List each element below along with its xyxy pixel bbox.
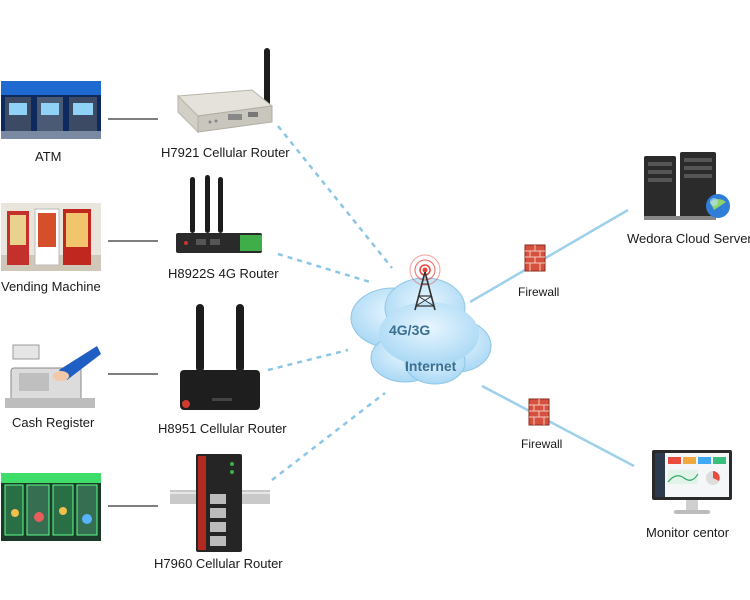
vending-machine-photo <box>1 203 101 271</box>
link-cloud-server <box>469 208 629 304</box>
internet-cloud: 4G/3G Internet <box>345 250 495 390</box>
router-label-h7960: H7960 Cellular Router <box>154 556 283 571</box>
device-label-vending-machine: Vending Machine <box>1 279 101 294</box>
cloud-label-4g3g: 4G/3G <box>389 322 431 338</box>
atm-photo <box>1 81 101 149</box>
router-label-h8922s: H8922S 4G Router <box>168 266 279 281</box>
router-h7921-image <box>168 46 278 136</box>
link-h8922s-cloud <box>277 252 371 284</box>
device-label-cash-register: Cash Register <box>12 415 95 430</box>
kiosk-photo <box>1 473 101 541</box>
cash-register-photo <box>1 340 101 408</box>
firewall-label-bottom: Firewall <box>521 437 563 451</box>
monitor-icon <box>650 450 736 520</box>
router-label-h8951: H8951 Cellular Router <box>158 421 287 436</box>
link-h7960-cloud <box>271 392 386 481</box>
router-h7960-image <box>170 450 274 554</box>
link-cloud-monitor <box>481 384 635 468</box>
cell-tower-icon <box>409 254 441 311</box>
firewall-label-top: Firewall <box>518 285 560 299</box>
firewall-icon <box>524 244 546 272</box>
router-h8922s-image <box>172 175 268 259</box>
link-h8951-cloud <box>267 348 349 372</box>
monitor-label: Monitor centor <box>646 525 730 540</box>
server-icon <box>640 152 736 224</box>
cloud-label-internet: Internet <box>405 358 457 374</box>
router-label-h7921: H7921 Cellular Router <box>161 145 290 160</box>
firewall-icon <box>528 398 550 426</box>
device-label-atm: ATM <box>35 149 62 164</box>
link-h7921-cloud <box>277 125 393 269</box>
router-h8951-image <box>176 302 266 414</box>
server-label: Wedora Cloud Server <box>627 231 750 246</box>
